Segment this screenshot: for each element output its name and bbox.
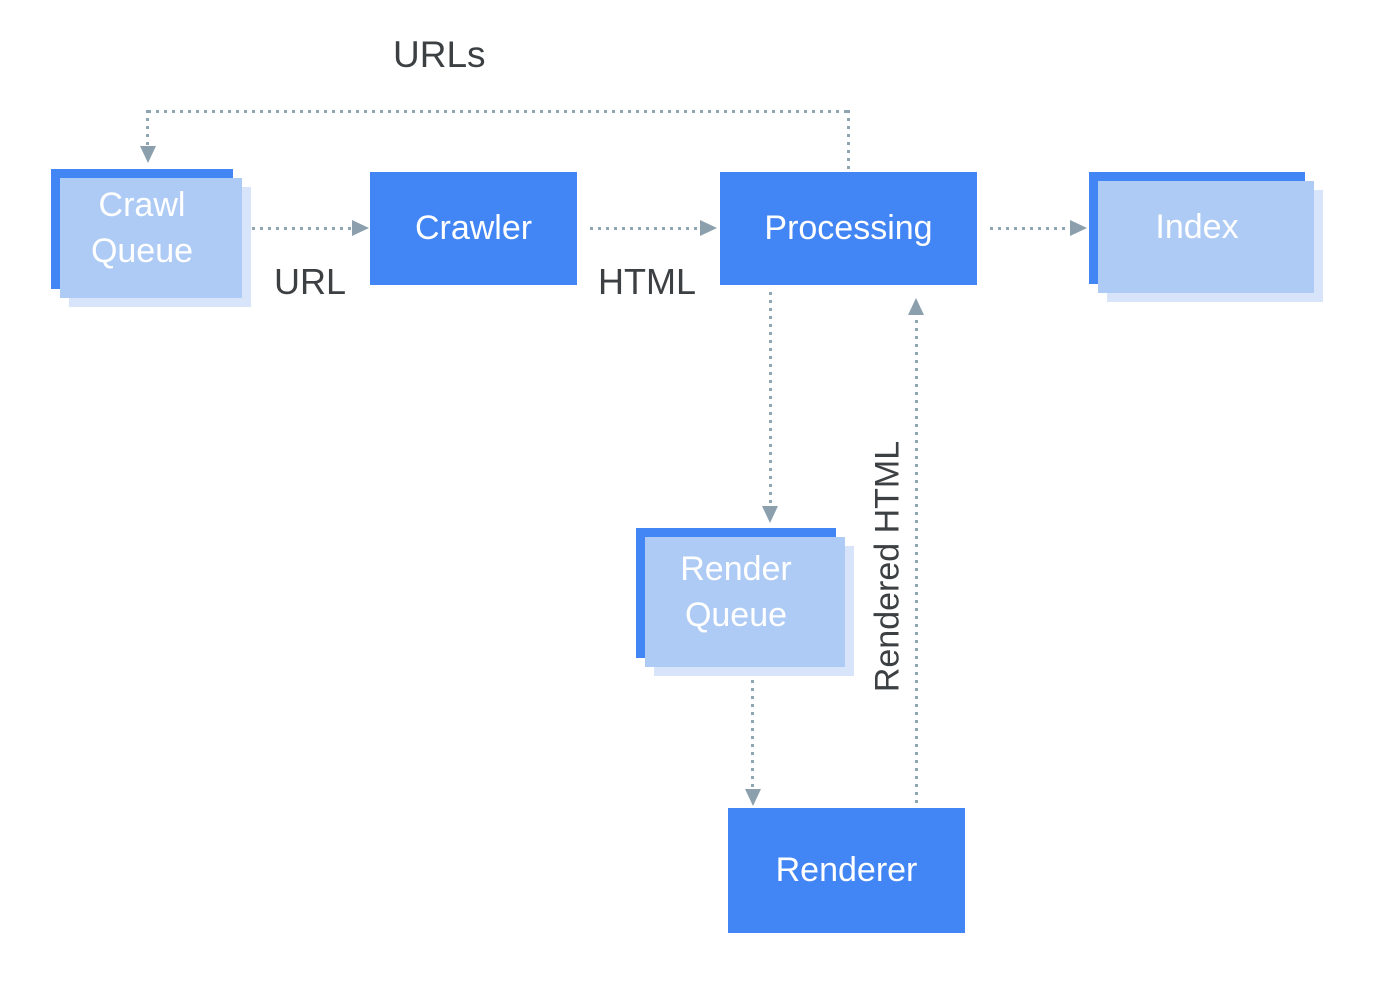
arrowhead-down-icon: [745, 789, 761, 806]
edge-processing-to-index-line: [990, 227, 1070, 230]
node-index: Index: [1089, 172, 1305, 284]
edge-processing-to-crawlqueue-right-drop-line: [847, 110, 850, 172]
edge-label-rendered-html: Rendered HTML: [868, 440, 907, 693]
node-index-label: Index: [1155, 208, 1239, 247]
edge-crawlqueue-to-crawler-line: [252, 227, 352, 230]
node-crawler-label: Crawler: [414, 208, 533, 247]
node-render-queue: Render Queue: [636, 528, 836, 658]
edge-label-url: URL: [274, 261, 347, 302]
edge-processing-to-crawlqueue-horizontal-line: [148, 110, 848, 113]
node-crawl-queue: Crawl Queue: [51, 169, 233, 289]
node-processing-label: Processing: [764, 208, 933, 247]
edge-label-html: HTML: [598, 261, 696, 302]
edge-label-urls: URLs: [393, 34, 486, 75]
node-render-queue-label: Render Queue: [680, 550, 792, 634]
arrowhead-down-icon: [140, 146, 156, 163]
node-crawl-queue-label: Crawl Queue: [90, 186, 194, 270]
node-renderer: Renderer: [728, 808, 965, 933]
node-crawler: Crawler: [370, 172, 577, 285]
arrowhead-right-icon: [1070, 220, 1087, 236]
arrowhead-right-icon: [700, 220, 717, 236]
arrowhead-up-icon: [908, 298, 924, 315]
node-processing: Processing: [720, 172, 977, 285]
edge-crawler-to-processing-line: [590, 227, 700, 230]
edge-processing-to-crawlqueue-left-drop-line: [146, 110, 149, 146]
edge-renderer-to-processing-line: [915, 320, 918, 808]
arrowhead-right-icon: [352, 220, 369, 236]
edge-processing-to-renderqueue-line: [769, 292, 772, 506]
node-renderer-label: Renderer: [775, 850, 918, 889]
edge-renderqueue-to-renderer-line: [751, 680, 754, 789]
arrowhead-down-icon: [762, 506, 778, 523]
